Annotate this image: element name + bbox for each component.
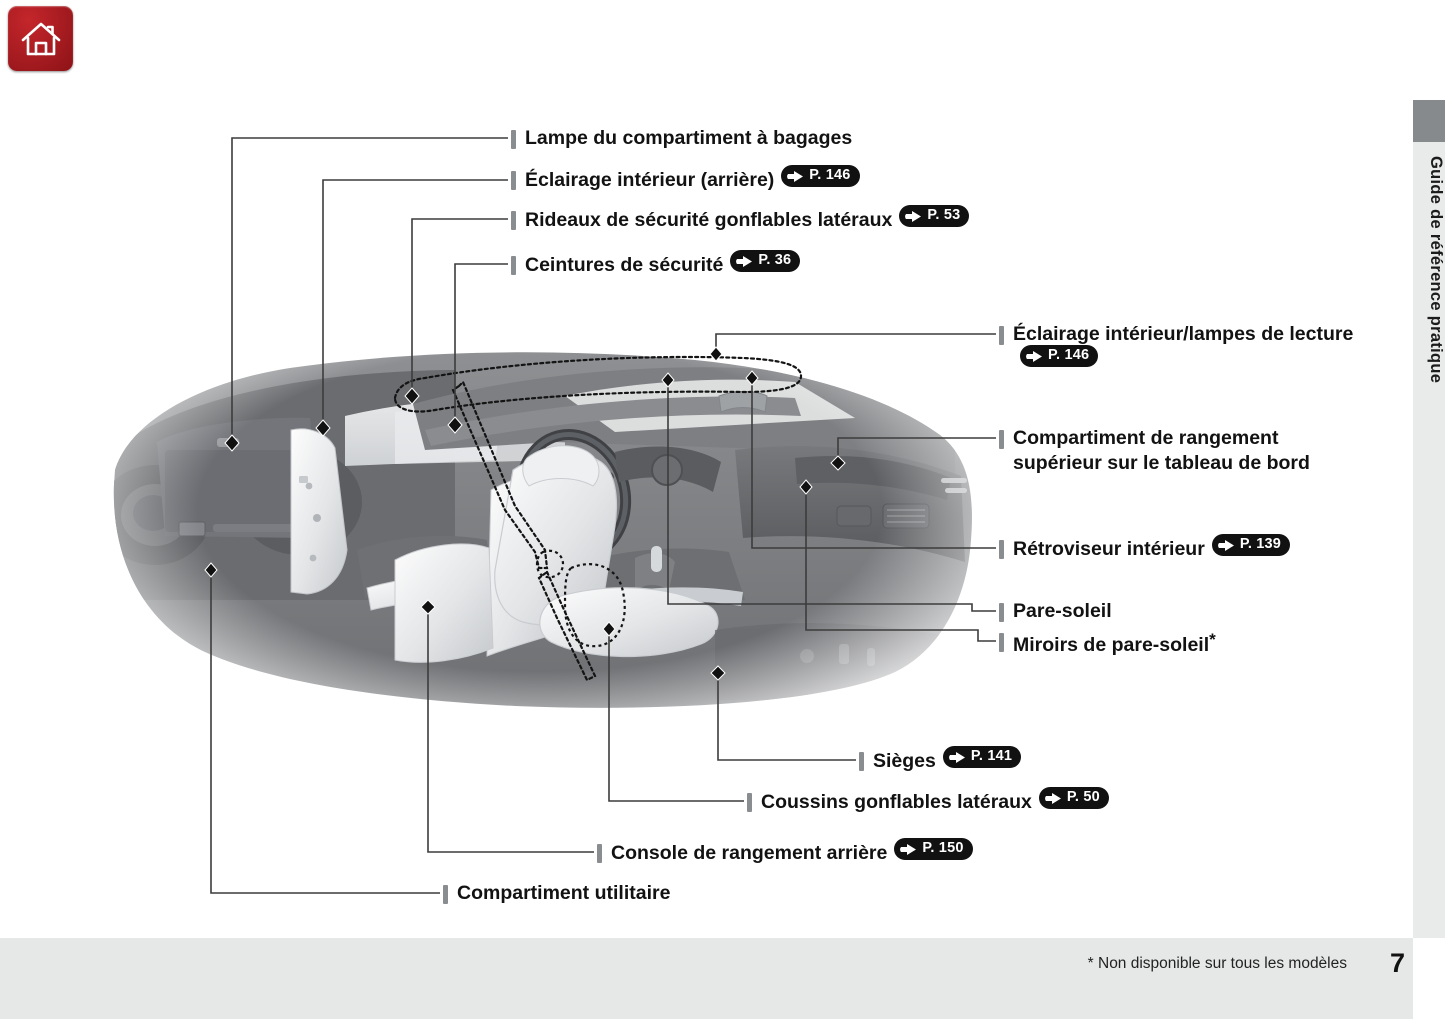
callout-tick bbox=[999, 603, 1004, 622]
page-ref-badge[interactable]: P. 139 bbox=[1211, 534, 1291, 556]
callout-compartiment-utilitaire: Compartiment utilitaire bbox=[443, 881, 670, 906]
callout-retroviseur-interieur: Rétroviseur intérieur P. 139 bbox=[999, 534, 1291, 562]
callout-tick bbox=[443, 885, 448, 904]
seat-belt-outline bbox=[451, 380, 549, 570]
arrow-right-icon bbox=[1217, 539, 1234, 551]
callout-label: Rétroviseur intérieur bbox=[1013, 537, 1205, 560]
arrow-right-icon bbox=[787, 170, 804, 182]
side-tab: Guide de référence pratique bbox=[1413, 100, 1445, 938]
page-ref-text: P. 36 bbox=[758, 252, 792, 268]
home-icon bbox=[21, 22, 60, 55]
callout-sieges: Sièges P. 141 bbox=[859, 746, 1022, 774]
callout-tick bbox=[859, 752, 864, 771]
page-ref-badge[interactable]: P. 146 bbox=[1020, 345, 1099, 368]
callout-tick bbox=[511, 130, 516, 149]
callout-label: Compartiment de rangement supérieur sur … bbox=[1013, 427, 1310, 475]
callout-lampe-compartiment-bagages: Lampe du compartiment à bagages bbox=[511, 126, 852, 151]
callout-coussins-gonflables-lateraux: Coussins gonflables latéraux P. 50 bbox=[747, 787, 1109, 815]
page-ref-badge[interactable]: P. 36 bbox=[730, 250, 801, 272]
callout-label: Sièges bbox=[873, 749, 936, 772]
side-tab-label: Guide de référence pratique bbox=[1427, 156, 1445, 384]
page-ref-text: P. 150 bbox=[922, 840, 964, 856]
arrow-right-icon bbox=[900, 843, 917, 855]
callout-eclairage-interieur-lampes-lecture: Éclairage intérieur/lampes de lecture P. … bbox=[999, 322, 1361, 374]
callout-label: Éclairage intérieur (arrière) bbox=[525, 168, 775, 191]
page-ref-badge[interactable]: P. 53 bbox=[899, 205, 970, 227]
callout-label: Rideaux de sécurité gonflables latéraux bbox=[525, 208, 893, 231]
callout-tick bbox=[999, 430, 1004, 449]
callout-label: Ceintures de sécurité bbox=[525, 253, 724, 276]
callout-tick bbox=[999, 633, 1004, 652]
side-tab-cap bbox=[1413, 100, 1445, 142]
page-ref-text: P. 141 bbox=[970, 748, 1013, 764]
footer-footnote: * Non disponible sur tous les modèles bbox=[1087, 955, 1347, 972]
page-ref-text: P. 146 bbox=[1048, 347, 1090, 364]
home-button[interactable] bbox=[8, 6, 73, 71]
page-ref-badge[interactable]: P. 50 bbox=[1038, 787, 1109, 809]
callout-label: Coussins gonflables latéraux bbox=[761, 790, 1032, 813]
page-ref-badge[interactable]: P. 141 bbox=[942, 746, 1022, 768]
callout-compartiment-rangement-superieur: Compartiment de rangement supérieur sur … bbox=[999, 426, 1369, 477]
footnote-asterisk: * bbox=[1209, 630, 1216, 649]
callout-console-de-rangement-arriere: Console de rangement arrière P. 150 bbox=[597, 838, 973, 866]
page-ref-text: P. 50 bbox=[1066, 789, 1100, 805]
callout-label: Éclairage intérieur/lampes de lecture bbox=[1013, 323, 1354, 345]
callout-label: Lampe du compartiment à bagages bbox=[525, 127, 853, 149]
callout-tick bbox=[511, 256, 516, 275]
page-ref-badge[interactable]: P. 146 bbox=[781, 165, 860, 187]
callout-label: Miroirs de pare-soleil bbox=[1013, 634, 1210, 656]
car-interior-illustration bbox=[95, 300, 985, 720]
arrow-right-icon bbox=[1026, 351, 1042, 363]
callout-label: Compartiment utilitaire bbox=[457, 882, 671, 904]
page-ref-text: P. 146 bbox=[809, 167, 851, 183]
arrow-right-icon bbox=[905, 210, 922, 222]
callout-pare-soleil: Pare-soleil bbox=[999, 599, 1112, 624]
callout-tick bbox=[999, 326, 1004, 345]
callout-tick bbox=[999, 540, 1004, 559]
page-number: 7 bbox=[1389, 948, 1405, 978]
page-ref-badge[interactable]: P. 150 bbox=[894, 838, 973, 860]
callout-tick bbox=[511, 171, 516, 190]
footer-band bbox=[0, 938, 1413, 1019]
arrow-right-icon bbox=[1045, 792, 1061, 804]
callout-tick bbox=[747, 793, 752, 812]
callout-tick bbox=[597, 844, 602, 863]
callout-label: Console de rangement arrière bbox=[611, 841, 888, 864]
callout-miroirs-de-pare-soleil: Miroirs de pare-soleil* bbox=[999, 629, 1216, 658]
side-airbag-outline bbox=[563, 563, 626, 648]
arrow-right-icon bbox=[736, 255, 753, 267]
callout-label: Pare-soleil bbox=[1013, 600, 1112, 622]
callout-tick bbox=[511, 211, 516, 230]
page-ref-text: P. 53 bbox=[927, 207, 961, 223]
arrow-right-icon bbox=[949, 751, 965, 763]
seat-belt-buckle-outline bbox=[535, 549, 565, 579]
callout-eclairage-interieur-arriere: Éclairage intérieur (arrière) P. 146 bbox=[511, 165, 860, 193]
page-ref-text: P. 139 bbox=[1239, 536, 1282, 552]
callout-rideaux-securite-gonflables-lateraux: Rideaux de sécurité gonflables latéraux P… bbox=[511, 205, 970, 233]
callout-ceintures-de-securite: Ceintures de sécurité P. 36 bbox=[511, 250, 801, 278]
